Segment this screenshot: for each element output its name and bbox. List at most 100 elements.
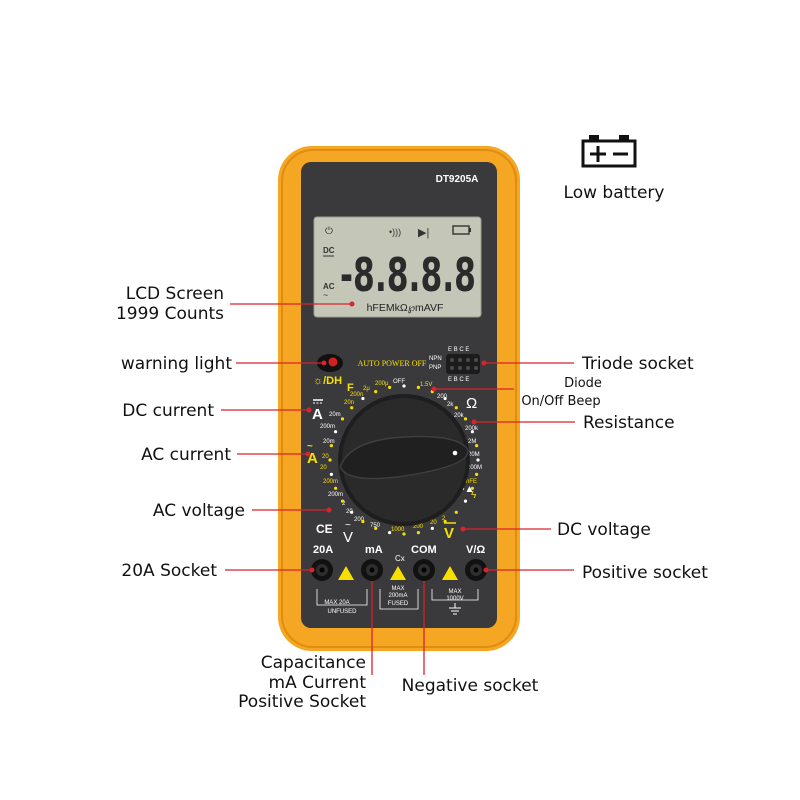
jack-com[interactable] (413, 559, 435, 581)
range-label: 200m (323, 479, 338, 485)
capacitance-symbol: F (347, 382, 354, 394)
triode-socket-label: Triode socket (581, 354, 694, 374)
npn-label: NPN (429, 356, 442, 362)
fused-label: FUSED (388, 601, 409, 607)
range-label: 20k (454, 413, 465, 419)
detent-dot (334, 430, 338, 434)
triode-socket-holes (450, 358, 478, 370)
jack-ma[interactable] (361, 559, 383, 581)
negative-socket-label: Negative socket (402, 676, 539, 696)
triode-pins-top: E B C E (448, 347, 469, 353)
max-v-label: MAX (448, 589, 461, 595)
range-label: 200k (465, 426, 479, 432)
range-label: 2 (342, 501, 346, 507)
range-label: 20 (346, 509, 353, 515)
range-label: 750 (370, 523, 381, 529)
lcd-ac: AC (323, 282, 335, 291)
range-labels: 20n 200n 2μ 200μ OFF 1.5V 200 2k 20k 200… (320, 379, 482, 533)
lcd-screen-label: LCD Screen (126, 284, 224, 304)
lcd-ac-wave: ~ (323, 290, 328, 300)
ac-current-label: AC current (141, 445, 231, 465)
jack-vohm-label: V/Ω (466, 544, 485, 556)
warning-light-label: warning light (121, 354, 232, 374)
range-label: 200μ (375, 381, 389, 387)
range-label: 20n (344, 400, 354, 406)
detent-dot (328, 458, 332, 462)
detent-dot (361, 396, 365, 401)
dc-voltage-label: DC voltage (557, 520, 651, 540)
range-label: 20 (322, 454, 329, 460)
ohm-symbol: Ω (466, 395, 477, 412)
ground-icon (449, 603, 461, 615)
dc-voltage-symbol: V (444, 525, 454, 542)
detent-dot (388, 385, 392, 389)
hazard-lightning-icon: ϟ (471, 490, 477, 501)
range-label: 20 (430, 520, 437, 526)
battery-icon (581, 135, 637, 168)
max-20a-label: MAX 20A (324, 600, 349, 606)
detent-dot (329, 444, 333, 448)
dc-current-label: DC current (122, 401, 214, 421)
detent-dot (416, 531, 420, 535)
capacitance-label: Capacitance (261, 653, 366, 673)
detent-dot (374, 526, 378, 531)
lcd-units: hFEMkΩ℘mAVF (367, 302, 444, 314)
detent-dot (475, 444, 479, 448)
detent-dot (402, 384, 406, 388)
ma-current-label: mA Current (269, 673, 367, 693)
range-label: 2M (468, 439, 476, 445)
triode-socket[interactable] (446, 354, 480, 374)
detent-dot (350, 510, 354, 514)
detent-dot (340, 417, 345, 421)
range-label: 200 (437, 394, 448, 400)
ac-voltage-symbol: V (343, 529, 353, 546)
cx-label: Cx (395, 554, 405, 563)
jack-20a[interactable] (311, 559, 333, 581)
detent-dot (463, 499, 468, 503)
range-label: 20M (468, 452, 480, 458)
detent-dot (443, 519, 447, 524)
range-label: 2k (447, 402, 454, 408)
detent-dot (470, 486, 474, 490)
range-label: 200n (350, 392, 363, 398)
detent-dot (340, 499, 345, 503)
detent-dot (470, 430, 474, 434)
jack-ma-label: mA (365, 544, 383, 556)
auto-off-icon: ⏻ (325, 226, 333, 237)
range-label: 1000 (391, 527, 405, 533)
range-label: 2 (442, 516, 446, 522)
range-label: 200 (413, 524, 424, 530)
max-ma-label: MAX (391, 586, 404, 592)
detent-dot (388, 531, 392, 535)
warning-light (328, 357, 338, 367)
detent-dot (454, 406, 458, 410)
range-label: OFF (393, 379, 405, 385)
range-label: 20m (323, 439, 335, 445)
rotary-dial[interactable] (338, 394, 470, 526)
detent-dot (329, 472, 333, 476)
range-label: 200M (467, 465, 482, 471)
v1000-label: 1000V (446, 596, 463, 602)
triode-pins-bottom: E B C E (448, 377, 469, 383)
lcd-dc: DC (323, 246, 335, 255)
range-label: 200 (354, 517, 365, 523)
diode-icon: ▶| (418, 227, 429, 239)
leader-dots (305, 301, 489, 573)
ac-voltage-wave: ~ (345, 520, 351, 531)
dial-knob[interactable] (339, 435, 469, 480)
detent-dot (361, 519, 365, 524)
housing-edge (281, 149, 517, 648)
ce-mark: CE (316, 522, 333, 536)
detent-dot (334, 486, 338, 490)
hold-backlight-label: ☼/DH (313, 375, 342, 387)
jack-20a-label: 20A (313, 544, 333, 556)
detent-dot (374, 390, 378, 394)
jack-vohm[interactable] (465, 559, 487, 581)
beep-icon: •))) (389, 227, 401, 237)
unfused-label: UNFUSED (327, 609, 357, 615)
dial-pointer (452, 450, 458, 456)
lcd-digits: -8.8.8.8 (340, 248, 476, 302)
diode-beep-symbol: •▲ (461, 484, 474, 495)
ma-200-label: 200mA (388, 593, 407, 599)
